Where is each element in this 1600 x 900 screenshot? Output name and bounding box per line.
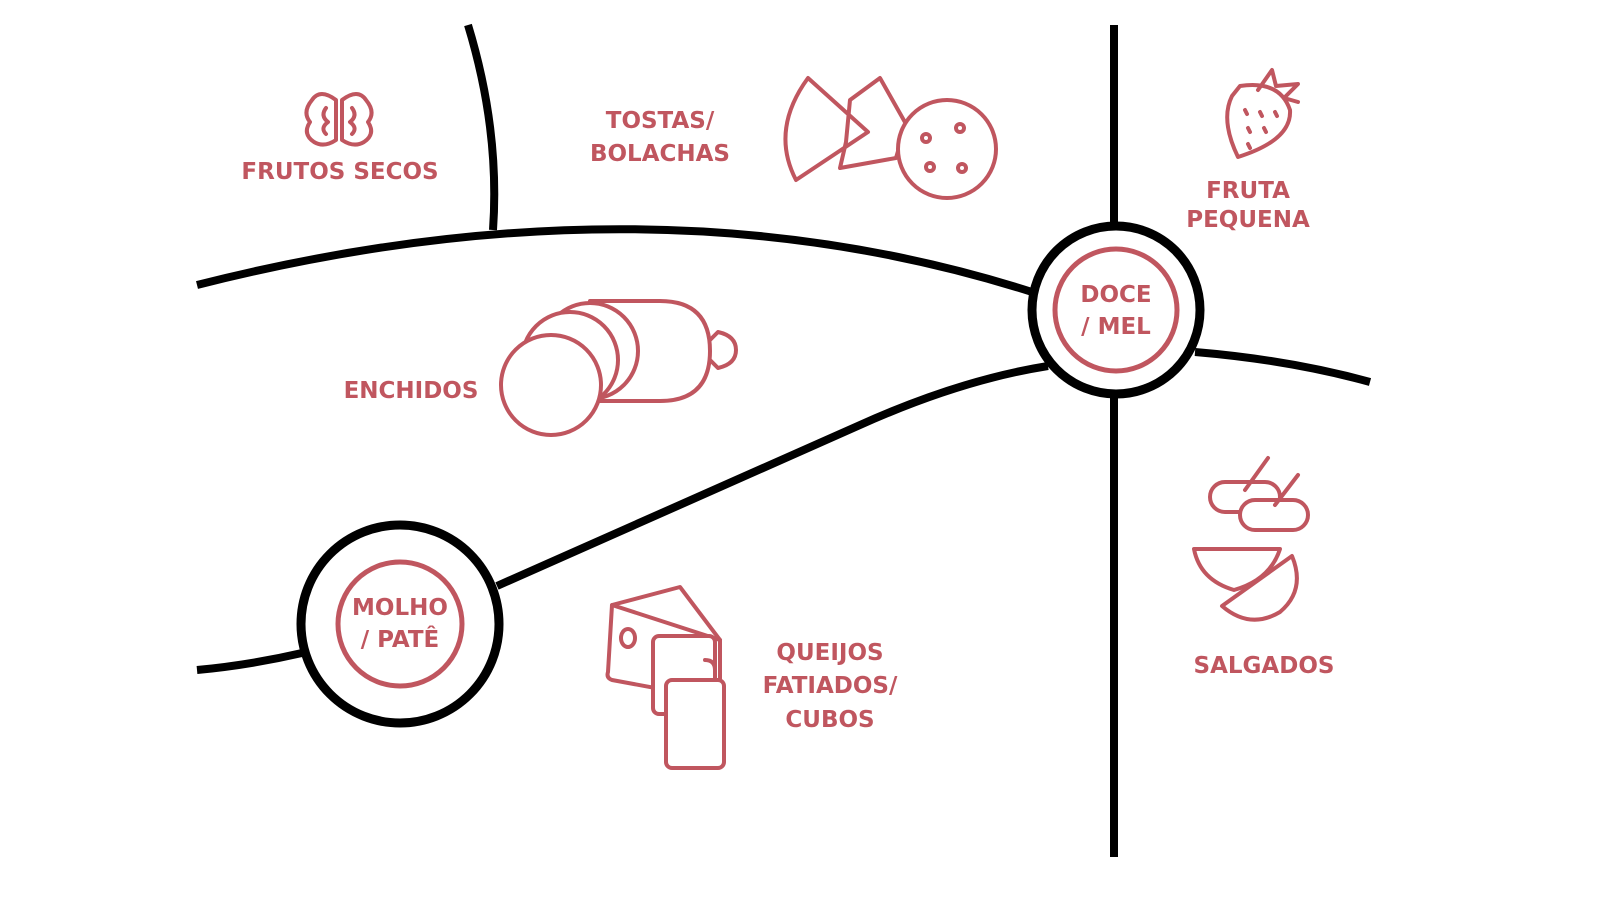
- label-fruta: FRUTA: [1206, 178, 1290, 204]
- crackers-icon: [783, 76, 998, 200]
- label-queijos: QUEIJOS: [776, 640, 883, 666]
- strawberry-icon: [1225, 68, 1300, 159]
- label-tostas: TOSTAS/: [606, 108, 715, 134]
- cheese-icon: [605, 585, 726, 770]
- hub-label: / PATÊ: [361, 625, 440, 653]
- label-bolachas: BOLACHAS: [590, 141, 730, 167]
- hub-label: MOLHO: [352, 595, 448, 621]
- label-fatiados: FATIADOS/: [763, 673, 898, 699]
- label-enchidos: ENCHIDOS: [344, 378, 479, 404]
- label-pequena: PEQUENA: [1186, 207, 1310, 233]
- walnut-icon: [304, 92, 374, 147]
- divider-diagonal-curve: [495, 362, 1049, 590]
- divider-bottom-left-curve: [196, 649, 303, 674]
- sausage-icon: [499, 299, 738, 437]
- hub-molho-pate: MOLHO / PATÊ: [296, 520, 504, 728]
- olives-icon: [1192, 456, 1310, 622]
- hub-doce-mel: DOCE / MEL: [1027, 221, 1205, 399]
- divider-top-left-curve: [464, 23, 499, 231]
- divider-top-curve: [196, 225, 1034, 296]
- hub-label: / MEL: [1081, 314, 1151, 340]
- label-frutos-secos: FRUTOS SECOS: [241, 159, 438, 185]
- divider-right-curve: [1194, 348, 1372, 386]
- label-cubos: CUBOS: [785, 707, 874, 733]
- hub-label: DOCE: [1080, 282, 1151, 308]
- label-salgados: SALGADOS: [1194, 653, 1335, 679]
